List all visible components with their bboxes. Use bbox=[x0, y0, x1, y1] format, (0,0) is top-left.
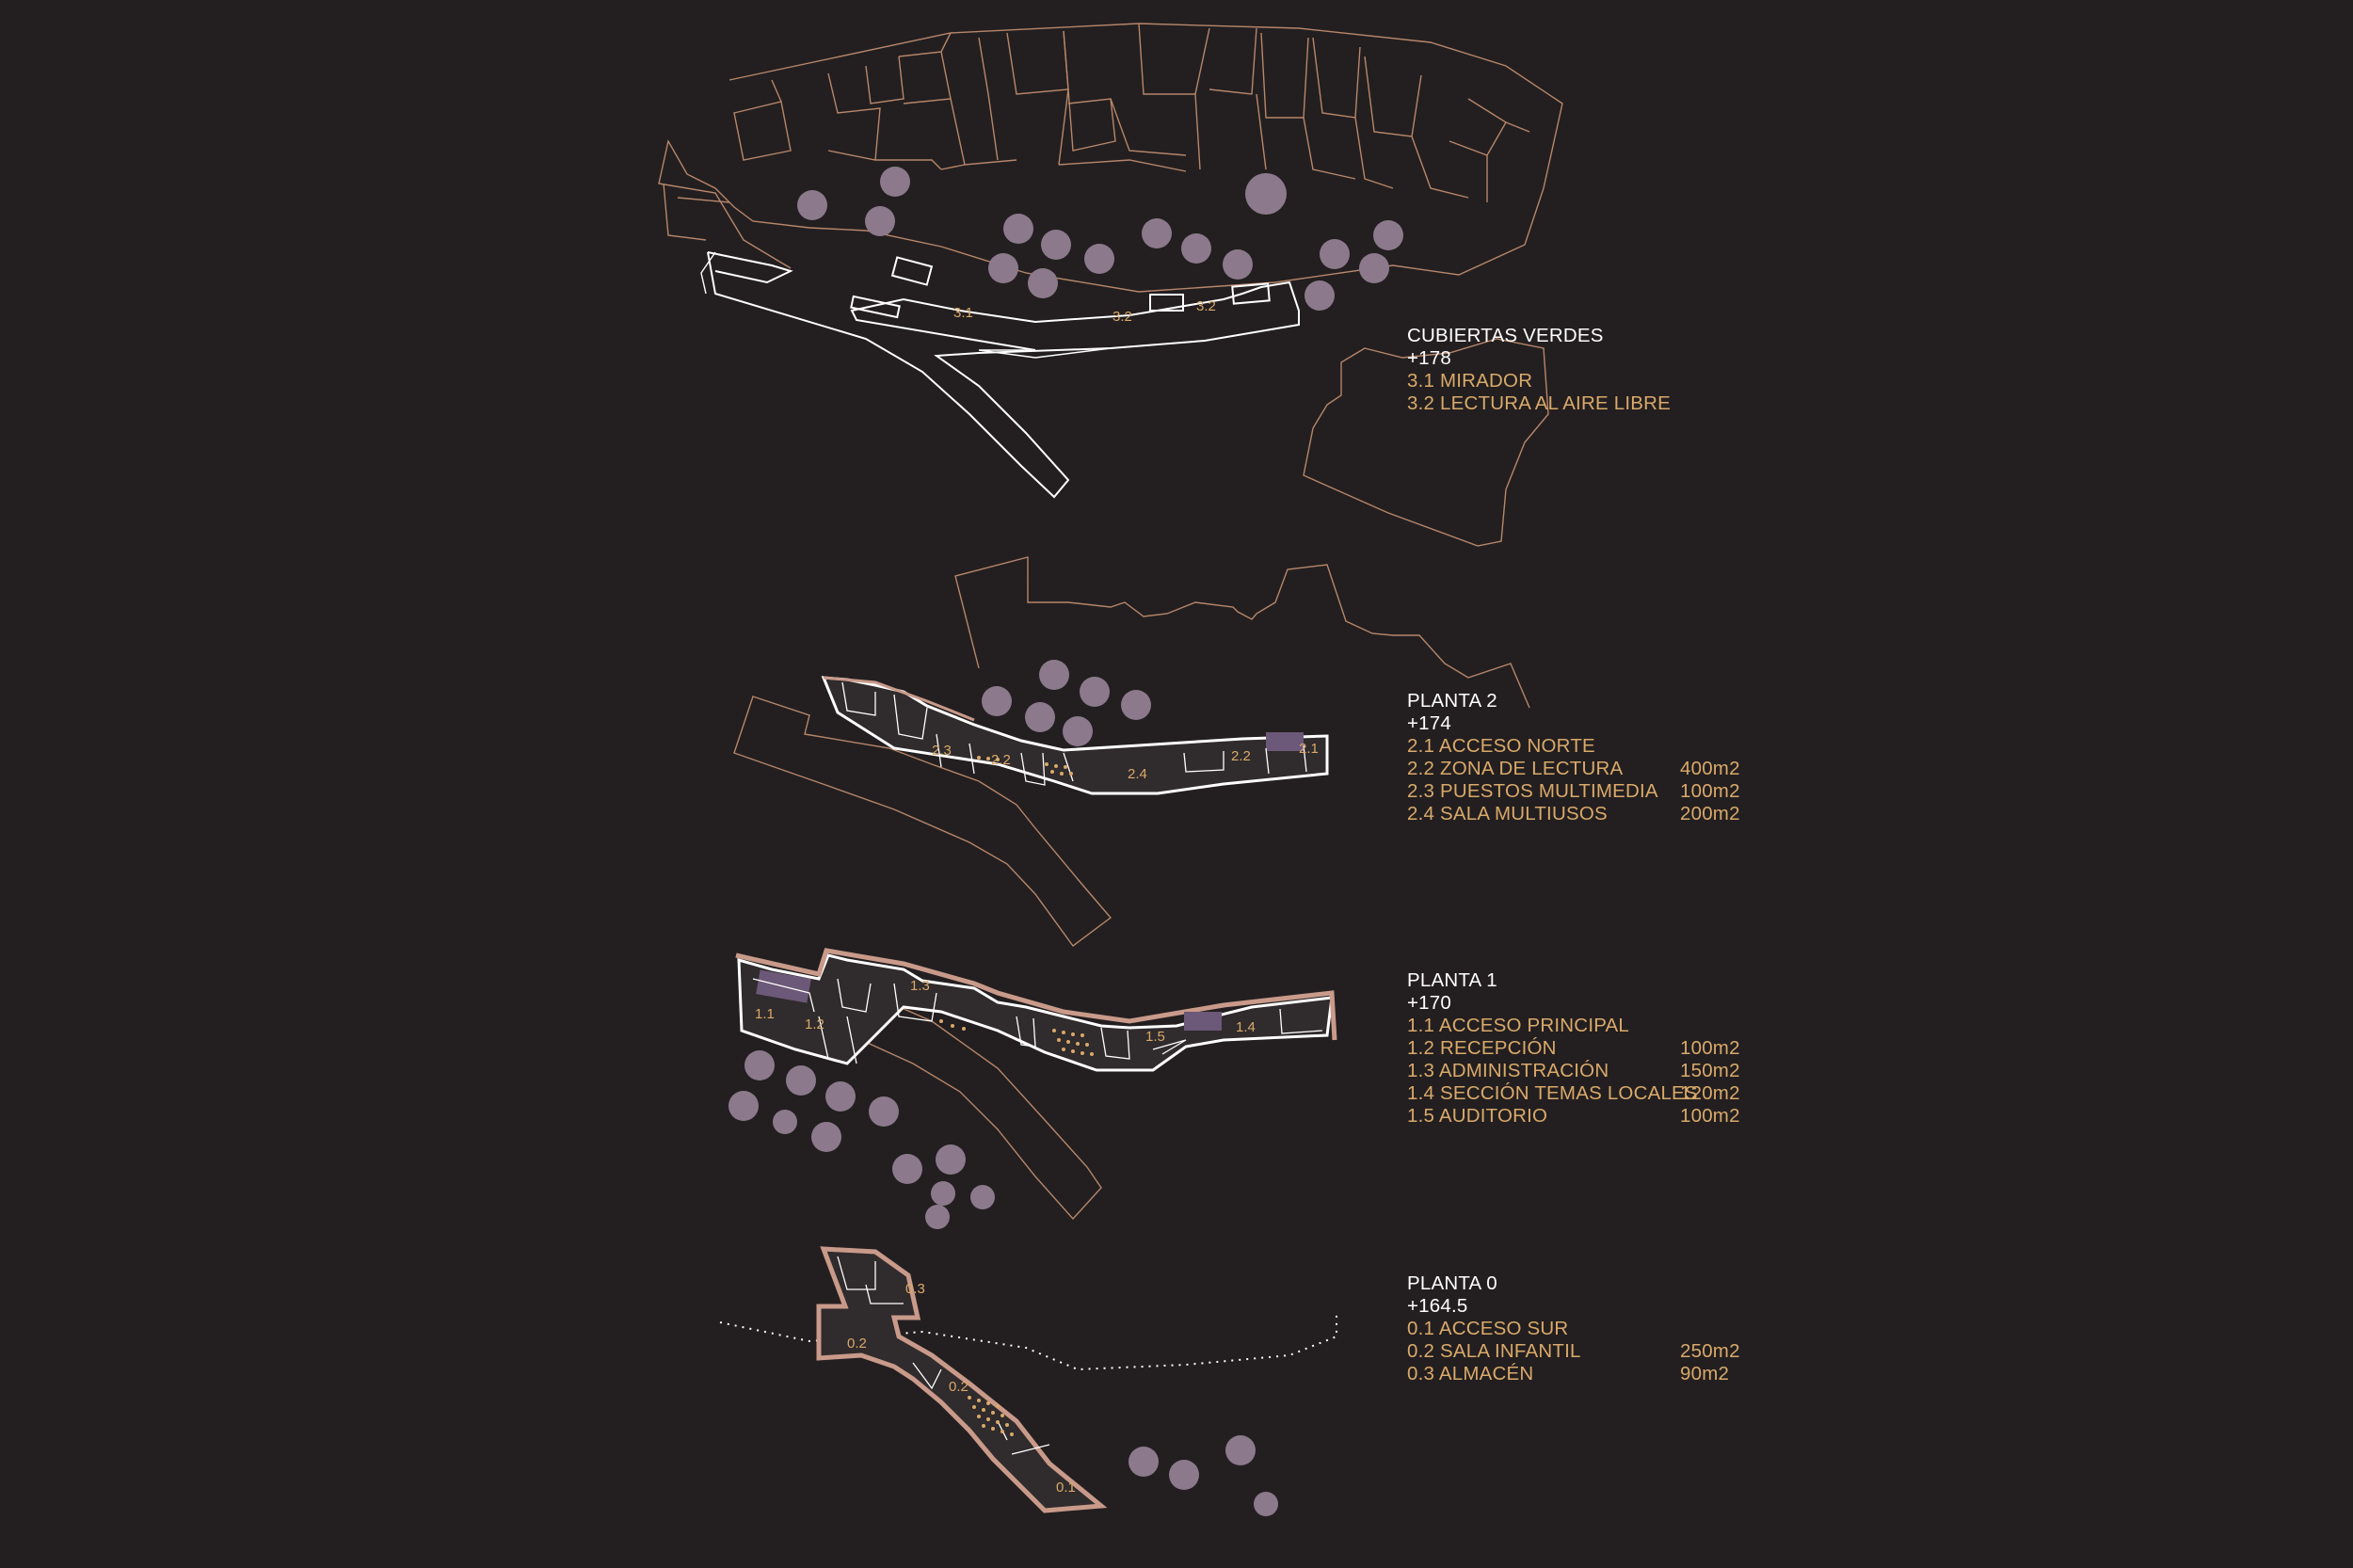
floor-1-labels: 1.1 1.2 1.3 1.4 1.5 bbox=[755, 978, 1256, 1045]
plan-label-2-3: 2.3 bbox=[932, 743, 952, 759]
legend-item: 3.2 LECTURA AL AIRE LIBRE bbox=[1407, 392, 1671, 414]
plan-label-3-2a: 3.2 bbox=[1112, 309, 1132, 325]
plan-label-1-1: 1.1 bbox=[755, 1006, 775, 1022]
floor-0-trees bbox=[1128, 1435, 1278, 1516]
floor-2-outer-wall bbox=[823, 676, 975, 722]
plan-label-1-2: 1.2 bbox=[805, 1016, 824, 1032]
legend-planta-1: PLANTA 1 +170 1.1 ACCESO PRINCIPAL 1.2 R… bbox=[1407, 969, 1740, 1128]
floor-2-purple-room bbox=[1266, 732, 1304, 751]
plan-label-0-2a: 0.2 bbox=[847, 1336, 867, 1352]
plan-label-1-5: 1.5 bbox=[1145, 1029, 1165, 1045]
legend-level: +174 bbox=[1407, 712, 1451, 734]
floor-1-trees bbox=[728, 1050, 995, 1229]
plan-label-0-3: 0.3 bbox=[905, 1281, 925, 1297]
roof-edge-thin bbox=[700, 251, 1112, 359]
legend-level: +178 bbox=[1407, 347, 1451, 369]
floor-1-purple-room-b bbox=[1184, 1012, 1222, 1031]
plan-label-2-4: 2.4 bbox=[1128, 766, 1147, 782]
legend-title: CUBIERTAS VERDES bbox=[1407, 325, 1604, 346]
legend-planta-2: PLANTA 2 +174 2.1 ACCESO NORTE 2.2 ZONA … bbox=[1407, 690, 1740, 825]
plan-label-1-3: 1.3 bbox=[910, 978, 930, 994]
legend-planta-0: PLANTA 0 +164.5 0.1 ACCESO SUR 0.2 SALA … bbox=[1407, 1272, 1740, 1385]
floor-0-building bbox=[816, 1246, 1108, 1513]
legend-level: +170 bbox=[1407, 992, 1451, 1014]
legend-item: 0.1 ACCESO SUR bbox=[1407, 1318, 1569, 1339]
legend-cubiertas-verdes: CUBIERTAS VERDES +178 3.1 MIRADOR 3.2 LE… bbox=[1407, 325, 1671, 415]
floor-2-labels: 2.1 2.2 2.3 2.2 2.4 bbox=[932, 741, 1319, 782]
floor-0-labels: 0.1 0.2 0.2 0.3 bbox=[847, 1281, 1076, 1496]
roof-outline bbox=[707, 251, 1300, 499]
floor-1-ground-outline bbox=[856, 987, 1102, 1221]
floor-0-interior bbox=[837, 1256, 1050, 1455]
legend-item: 1.1 ACCESO PRINCIPAL bbox=[1407, 1015, 1630, 1036]
plan-label-0-1: 0.1 bbox=[1056, 1480, 1076, 1496]
roof-trees bbox=[797, 167, 1403, 311]
plan-label-2-1: 2.1 bbox=[1299, 741, 1319, 757]
floor-1-building bbox=[737, 953, 1334, 1072]
floor-2-context bbox=[954, 556, 1530, 709]
floor-1-furniture bbox=[939, 1019, 1094, 1056]
roof-context-polygon bbox=[1303, 338, 1549, 547]
plan-label-3-1: 3.1 bbox=[953, 305, 973, 321]
floor-2-furniture bbox=[977, 756, 1073, 776]
plan-label-1-4: 1.4 bbox=[1236, 1019, 1256, 1035]
legend-level: +164.5 bbox=[1407, 1295, 1468, 1317]
floor-2-trees bbox=[982, 660, 1151, 746]
legend-item: 3.1 MIRADOR bbox=[1407, 370, 1533, 392]
roof-plan: 3.1 3.2 3.2 bbox=[658, 23, 1563, 547]
plan-label-2-2b: 2.2 bbox=[991, 752, 1011, 768]
floor-0-dotted-boundary bbox=[719, 1310, 1337, 1371]
legend-title: PLANTA 2 bbox=[1407, 690, 1497, 712]
plan-label-2-2a: 2.2 bbox=[1231, 748, 1251, 764]
floor-2-ground-outline bbox=[733, 696, 1112, 947]
floor-2-interior bbox=[841, 681, 1307, 786]
plan-label-3-2b: 3.2 bbox=[1196, 298, 1216, 314]
legend-title: PLANTA 0 bbox=[1407, 1272, 1497, 1294]
floor-1-plan: 1.1 1.2 1.3 1.4 1.5 bbox=[728, 948, 1337, 1229]
floor-2-plan: 2.1 2.2 2.3 2.2 2.4 bbox=[733, 556, 1530, 947]
roof-labels: 3.1 3.2 3.2 bbox=[953, 298, 1216, 325]
floor-0-plan: 0.1 0.2 0.2 0.3 bbox=[719, 1246, 1337, 1516]
floor-1-outer-wall bbox=[735, 948, 1337, 1041]
legend-item: 2.1 ACCESO NORTE bbox=[1407, 735, 1595, 757]
plan-label-0-2b: 0.2 bbox=[949, 1379, 968, 1395]
floor-1-interior bbox=[752, 978, 1323, 1064]
legend-title: PLANTA 1 bbox=[1407, 969, 1497, 991]
floor-0-furniture bbox=[968, 1396, 1014, 1436]
roof-context-lines bbox=[658, 23, 1563, 293]
